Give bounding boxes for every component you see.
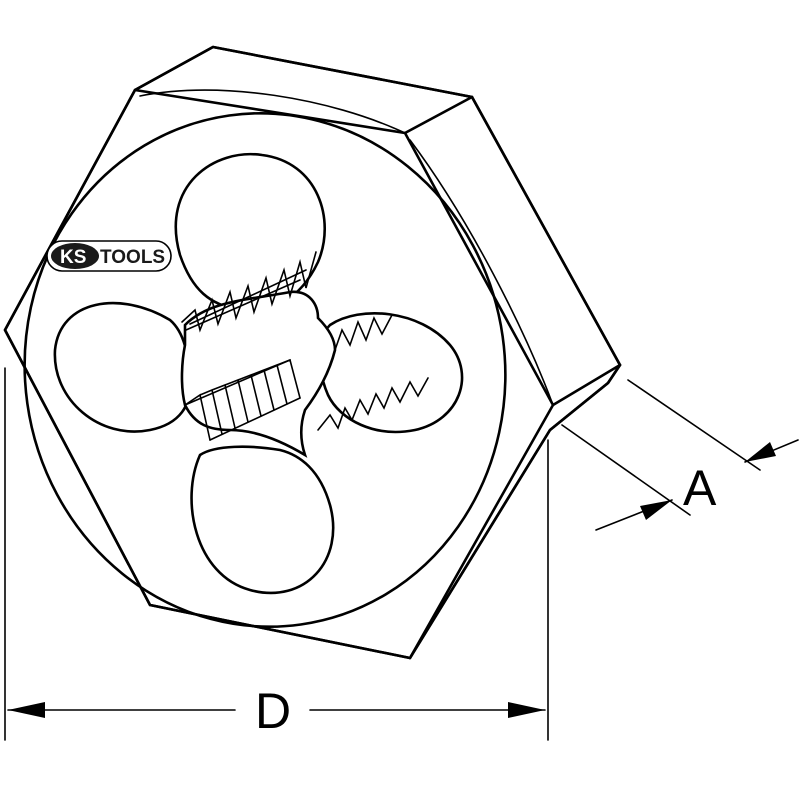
d-arrow-left bbox=[8, 702, 45, 718]
d-arrow-right bbox=[508, 702, 545, 718]
top-face-edge bbox=[133, 45, 474, 135]
a-extension-lower bbox=[561, 424, 691, 516]
chip-hole-top bbox=[174, 152, 326, 313]
logo-tools-text: TOOLS bbox=[100, 247, 165, 268]
dimension-a: A bbox=[561, 379, 799, 531]
right-face-edge bbox=[470, 95, 622, 407]
a-arrow-upper bbox=[745, 442, 776, 462]
thread-teeth-right-lower bbox=[317, 377, 429, 431]
dimension-d: D bbox=[4, 367, 549, 741]
logo-ks-badge bbox=[51, 243, 99, 269]
right-lower-face-edge bbox=[408, 363, 622, 660]
d-label: D bbox=[255, 683, 291, 739]
a-extension-upper bbox=[627, 379, 761, 471]
die-face bbox=[23, 112, 507, 628]
logo-ks-text: KS bbox=[60, 247, 86, 268]
right-chamfer-line bbox=[409, 139, 554, 406]
ks-tools-logo: KS TOOLS bbox=[46, 240, 172, 272]
a-arrow-lower bbox=[640, 500, 672, 520]
hex-body bbox=[3, 45, 622, 660]
thread-teeth-right bbox=[334, 314, 393, 351]
thread-teeth-upper-inner bbox=[185, 269, 307, 331]
thread-teeth-upper bbox=[181, 251, 317, 333]
thread-teeth-lower-edge bbox=[184, 359, 301, 441]
chip-hole-right bbox=[318, 312, 464, 434]
chip-hole-left bbox=[53, 301, 192, 433]
a-label: A bbox=[683, 460, 717, 516]
front-circle-outer bbox=[23, 112, 507, 628]
top-chamfer-line bbox=[139, 89, 406, 134]
chip-hole-bottom bbox=[190, 445, 335, 595]
